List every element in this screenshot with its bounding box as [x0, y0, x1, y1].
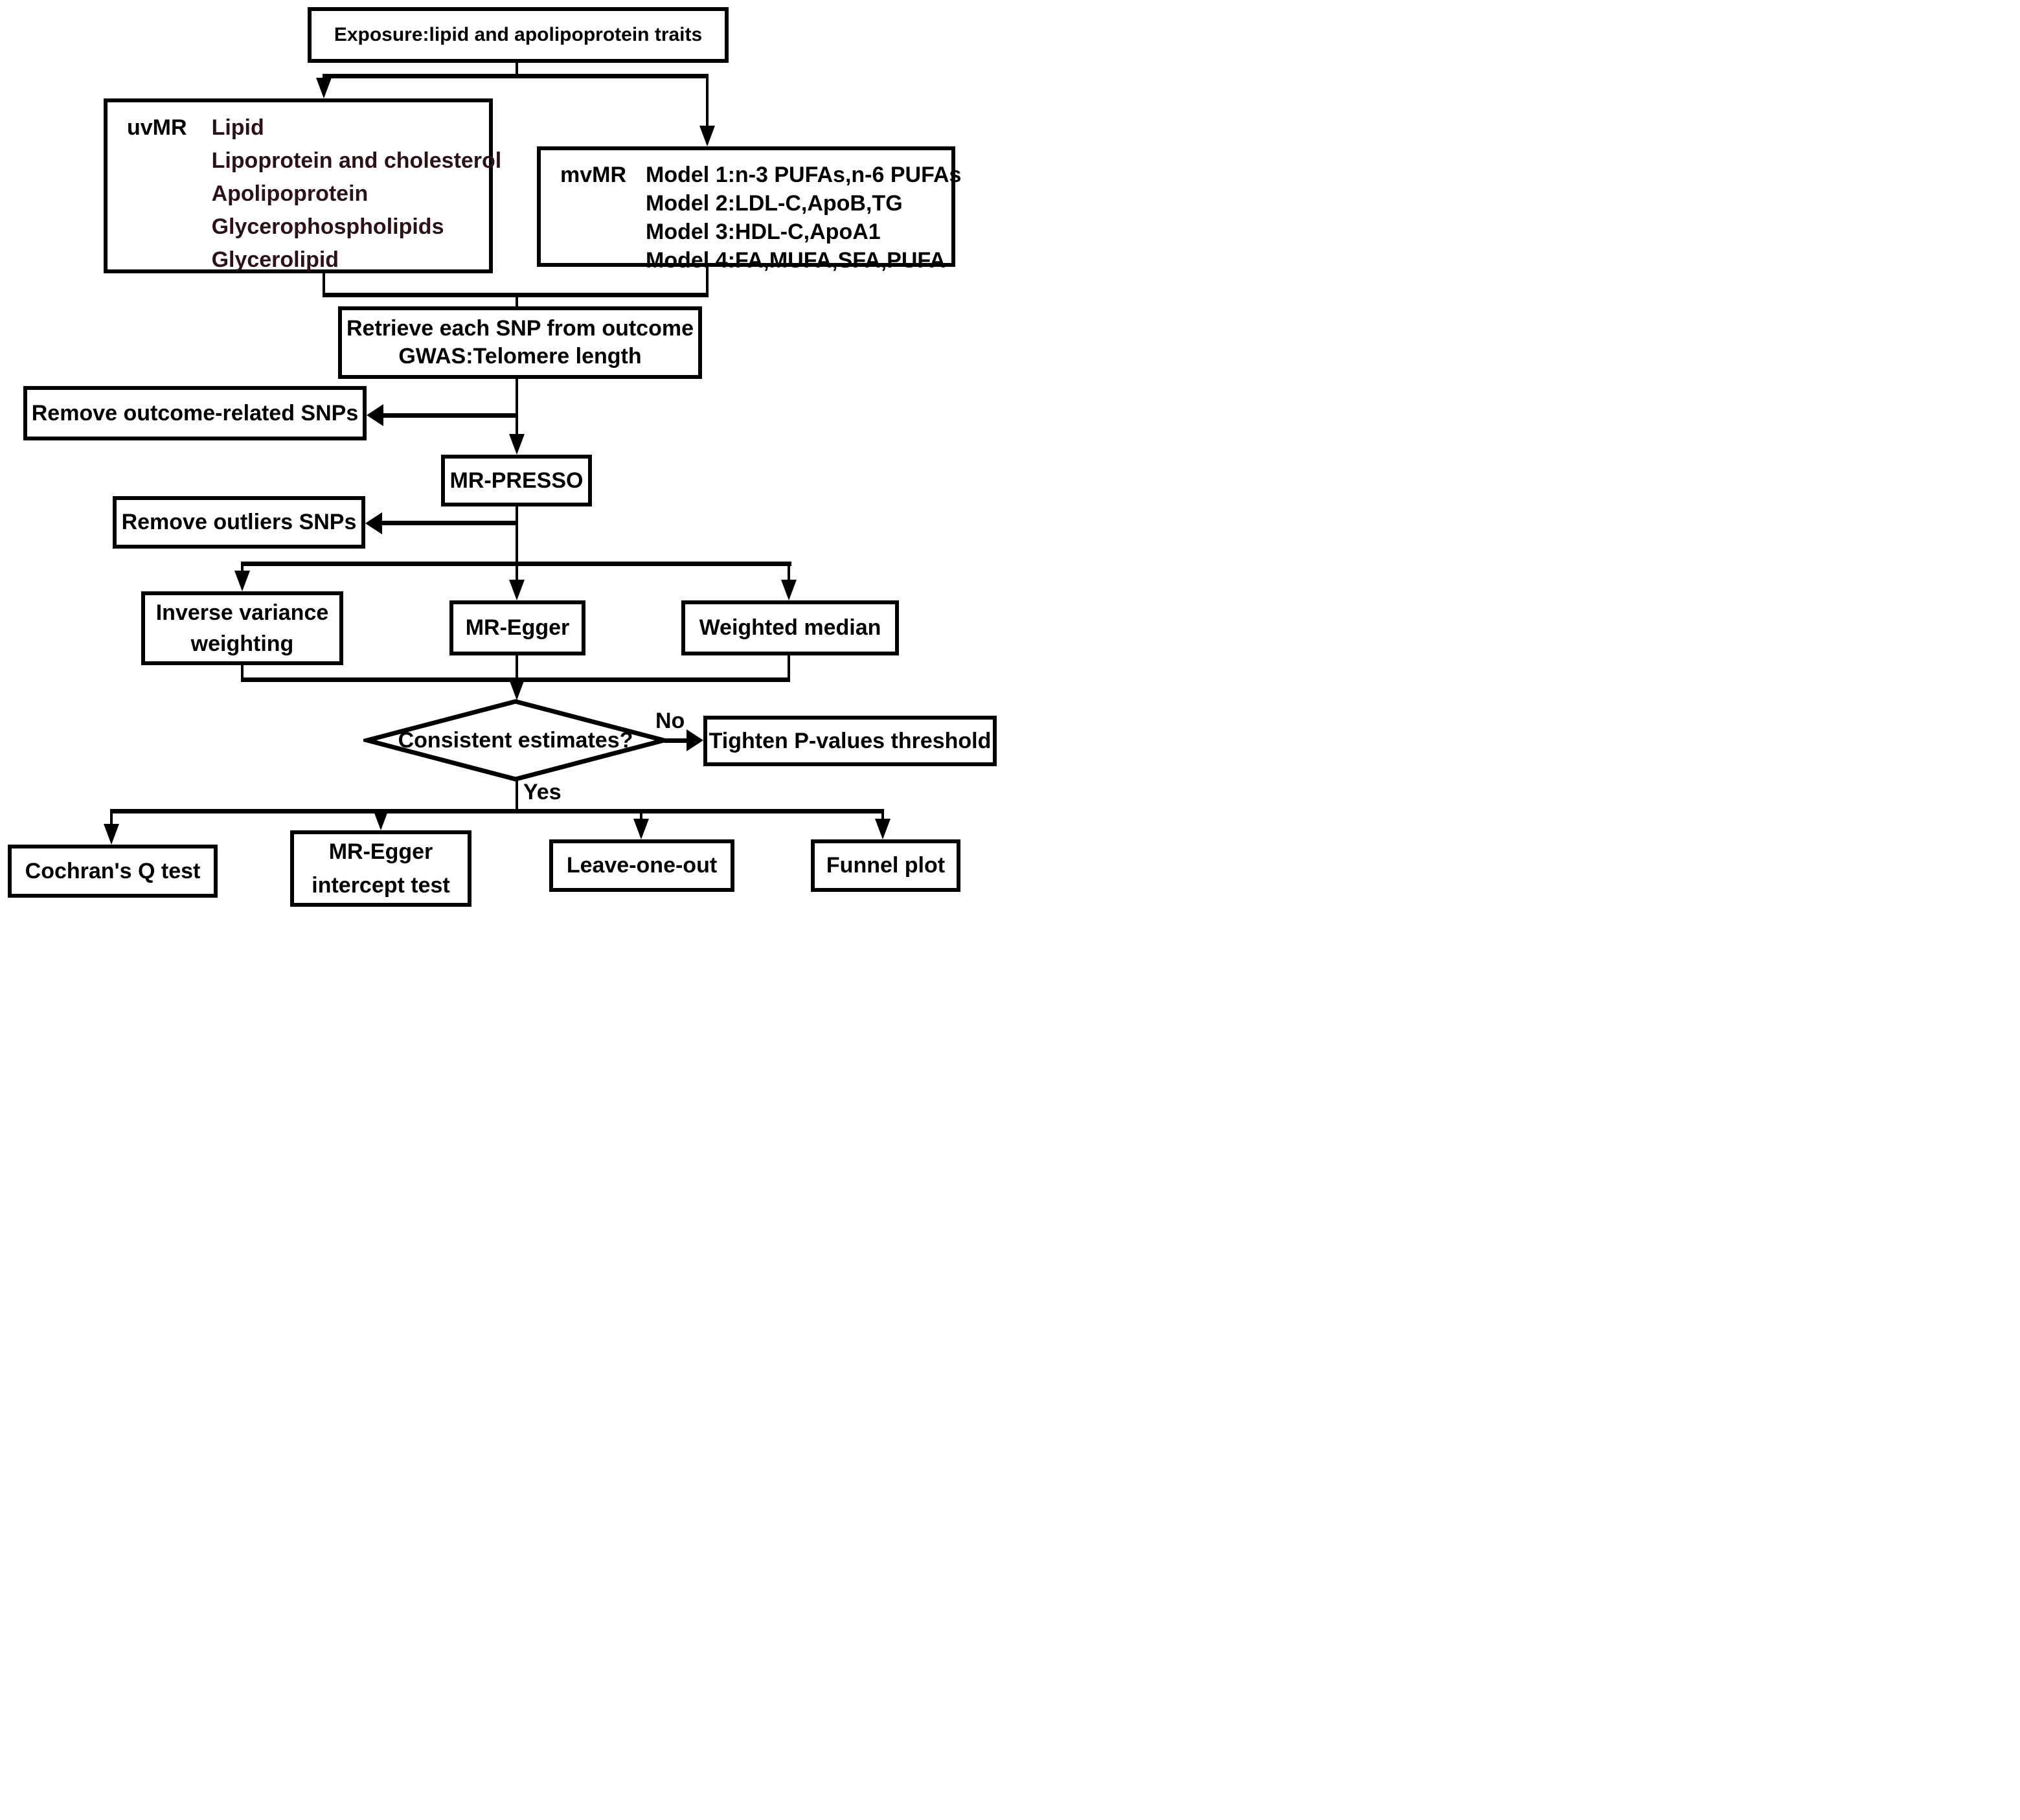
connector-drop-cochran — [110, 809, 113, 825]
arrowhead-into-remove-outliers — [365, 512, 382, 534]
node-tighten-label: Tighten P-values threshold — [709, 728, 992, 753]
node-cochran: Cochran's Q test — [8, 845, 218, 898]
node-ivw: Inverse variance weighting — [141, 591, 343, 665]
node-ivw-line1: Inverse variance — [155, 600, 329, 625]
connector-presso-split — [516, 506, 518, 563]
uvmr-item: Lipid — [211, 115, 264, 140]
connector-remove-outliers — [381, 521, 517, 525]
node-remove-outliers-label: Remove outliers SNPs — [121, 510, 357, 535]
connector-drop-funnel — [881, 809, 884, 820]
arrowhead-into-ivw — [234, 571, 250, 591]
uvmr-item: Lipoprotein and cholesterol — [211, 148, 502, 173]
arrowhead-into-remove-outcome — [367, 404, 383, 426]
node-mvmr: mvMR Model 1:n-3 PUFAs,n-6 PUFAs Model 2… — [537, 146, 961, 273]
connector-no-branch — [664, 738, 690, 743]
connector-drop-uvmr — [323, 74, 325, 80]
node-remove-outcome: Remove outcome-related SNPs — [23, 386, 367, 440]
arrowhead-into-mvmr — [699, 126, 715, 146]
node-exposure: Exposure:lipid and apolipoprotein traits — [308, 7, 729, 63]
node-decision: Consistent estimates? — [363, 698, 668, 782]
mvmr-item-list: Model 1:n-3 PUFAs,n-6 PUFAs Model 2:LDL-… — [646, 161, 961, 275]
arrowhead-into-uvmr — [316, 78, 332, 98]
node-remove-outliers: Remove outliers SNPs — [113, 496, 365, 549]
mvmr-item: Model 1:n-3 PUFAs,n-6 PUFAs — [646, 163, 962, 187]
uvmr-item-list: Lipid Lipoprotein and cholesterol Apolip… — [212, 111, 502, 277]
connector-four-split-line — [110, 809, 884, 813]
uvmr-item: Apolipoprotein — [211, 181, 369, 206]
node-uvmr: uvMR Lipid Lipoprotein and cholesterol A… — [104, 98, 501, 273]
node-funnel-label: Funnel plot — [826, 853, 946, 878]
uvmr-item: Glycerolipid — [211, 247, 339, 272]
node-uvmr-label: uvMR — [127, 115, 187, 140]
arrowhead-into-leave-one-out — [633, 819, 649, 839]
connector-uvmr-down — [323, 272, 325, 295]
connector-split-line — [323, 74, 709, 78]
connector-egger-down — [516, 655, 518, 682]
node-retrieve: Retrieve each SNP from outcome GWAS:Telo… — [338, 306, 702, 379]
edge-label-yes: Yes — [523, 780, 562, 804]
node-retrieve-line2: GWAS:Telomere length — [398, 344, 642, 369]
node-leave-one-out: Leave-one-out — [549, 839, 734, 892]
connector-merge-stem — [516, 293, 518, 308]
connector-exposure-stem — [516, 62, 518, 77]
node-leave-one-out-label: Leave-one-out — [566, 853, 718, 878]
connector-mvmr-down — [706, 266, 709, 295]
edge-label-no: No — [655, 709, 685, 733]
node-egger-intercept: MR-Egger intercept test — [290, 830, 471, 907]
node-mr-presso-label: MR-PRESSO — [449, 468, 584, 493]
node-ivw-line2: weighting — [190, 631, 294, 656]
arrowhead-into-decision — [509, 679, 525, 700]
connector-remove-outcome — [382, 413, 517, 418]
node-funnel: Funnel plot — [811, 839, 960, 892]
uvmr-item: Glycerophospholipids — [211, 214, 444, 239]
node-weighted-median: Weighted median — [681, 600, 899, 655]
node-egger-intercept-line2: intercept test — [312, 873, 450, 898]
flowchart-canvas: Exposure:lipid and apolipoprotein traits… — [0, 0, 1010, 910]
node-decision-label: Consistent estimates? — [398, 727, 633, 753]
arrowhead-into-cochran — [104, 824, 119, 845]
connector-drop-mvmr — [706, 74, 709, 128]
connector-drop-wmedian — [788, 562, 790, 581]
node-egger-intercept-line1: MR-Egger — [328, 839, 433, 864]
mvmr-item: Model 4:FA,MUFA,SFA,PUFA — [646, 248, 946, 273]
connector-yes-stem — [516, 777, 518, 810]
connector-retrieve-presso — [516, 379, 518, 436]
node-mr-egger-label: MR-Egger — [465, 615, 570, 641]
node-mr-egger: MR-Egger — [449, 600, 585, 655]
mvmr-item: Model 2:LDL-C,ApoB,TG — [646, 191, 903, 216]
connector-drop-leave-one-out — [640, 809, 642, 820]
connector-drop-egger — [516, 562, 518, 581]
node-remove-outcome-label: Remove outcome-related SNPs — [31, 400, 359, 426]
arrowhead-into-presso — [509, 434, 525, 455]
arrowhead-into-tighten — [687, 729, 703, 751]
node-exposure-label: Exposure:lipid and apolipoprotein traits — [334, 24, 703, 46]
node-tighten: Tighten P-values threshold — [703, 716, 997, 766]
node-mvmr-label: mvMR — [560, 163, 627, 187]
node-retrieve-line1: Retrieve each SNP from outcome — [346, 316, 694, 341]
connector-drop-ivw — [241, 562, 244, 572]
arrowhead-into-egger-intercept — [373, 810, 389, 830]
connector-ivw-down — [241, 665, 244, 682]
connector-wmedian-down — [788, 655, 790, 682]
arrowhead-into-egger — [509, 580, 525, 600]
mvmr-item: Model 3:HDL-C,ApoA1 — [646, 220, 881, 244]
arrowhead-into-funnel — [875, 819, 891, 839]
arrowhead-into-wmedian — [781, 580, 797, 600]
node-mr-presso: MR-PRESSO — [441, 455, 592, 506]
node-weighted-median-label: Weighted median — [699, 615, 881, 641]
node-cochran-label: Cochran's Q test — [25, 858, 201, 883]
